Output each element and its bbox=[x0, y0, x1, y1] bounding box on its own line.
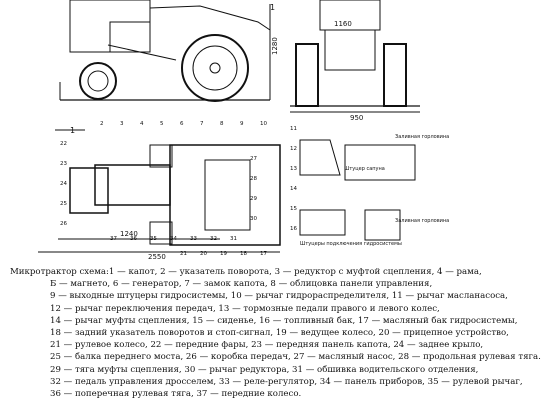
callout-number: 32 bbox=[210, 236, 217, 242]
callout-number: 9 bbox=[240, 121, 244, 127]
legend-line-4: 12 — рычаг переключения передач, 13 — то… bbox=[50, 303, 440, 314]
callout-number: 35 bbox=[150, 236, 157, 242]
dim-wheelbase: 1240 bbox=[120, 230, 138, 238]
callout-number: 36 bbox=[130, 236, 137, 242]
hood-outline bbox=[149, 5, 271, 31]
legend-line-3: 9 — выходные штуцеры гидросистемы, 10 — … bbox=[50, 291, 508, 302]
left-wheel-front bbox=[295, 43, 319, 107]
tractor-body bbox=[109, 21, 151, 53]
callout-number: 11 bbox=[290, 126, 297, 132]
label-filler-bottom: Заливная горловина bbox=[395, 218, 449, 224]
callout-number: 8 bbox=[220, 121, 224, 127]
callout-number: 20 bbox=[200, 251, 207, 257]
callout-number: 24 bbox=[60, 181, 67, 187]
legend-line-5: 14 — рычаг муфты сцепления, 15 — сиденье… bbox=[50, 315, 518, 326]
rear-wheel-plan-top bbox=[149, 144, 173, 168]
dim-top-1: 1160 bbox=[334, 20, 352, 28]
callout-number: 33 bbox=[190, 236, 197, 242]
legend-line-11: 36 — поперечная рулевая тяга, 37 — перед… bbox=[50, 389, 302, 400]
legend-line-6: 18 — задний указатель поворотов и стоп-с… bbox=[50, 328, 509, 339]
callout-1-plan: 1 bbox=[70, 126, 75, 135]
rear-wheel-rim bbox=[192, 45, 238, 91]
callout-number: 19 bbox=[220, 251, 227, 257]
legend-line-9: 29 — тяга муфты сцепления, 30 — рычаг ре… bbox=[50, 364, 479, 375]
right-wheel-front bbox=[383, 43, 407, 107]
callout-number: 3 bbox=[120, 121, 124, 127]
front-axle-plan bbox=[69, 167, 109, 214]
frame-rail bbox=[107, 44, 177, 61]
callout-number: 7 bbox=[200, 121, 204, 127]
callout-number: 13 bbox=[290, 166, 297, 172]
callout-number: 17 bbox=[260, 251, 267, 257]
label-breather: Штуцер сапуна bbox=[344, 166, 385, 172]
plan-view bbox=[38, 129, 281, 253]
tank-detail bbox=[299, 139, 416, 241]
tractor-technical-drawing: 2550 1240 1280 950 1160 1 1 Заливная гор… bbox=[38, 0, 449, 261]
callout-number: 14 bbox=[290, 186, 297, 192]
legend-line-10: 32 — педаль управления дросселем, 33 — р… bbox=[50, 376, 523, 387]
front-wheel-rim bbox=[87, 70, 109, 92]
callout-number: 34 bbox=[170, 236, 177, 242]
dim-total-length: 2550 bbox=[148, 253, 166, 261]
front-view bbox=[290, 0, 420, 113]
callout-number: 28 bbox=[250, 176, 257, 182]
legend: Микротрактор схема:1 — капот, 2 — указат… bbox=[10, 266, 541, 400]
label-filler-top: Заливная горловина bbox=[395, 134, 449, 140]
callout-number: 31 bbox=[230, 236, 237, 242]
tank-top-left bbox=[299, 209, 346, 236]
tank-top-right bbox=[364, 209, 401, 241]
side-view bbox=[59, 0, 271, 102]
callout-number: 12 bbox=[290, 146, 297, 152]
rear-wheel bbox=[181, 34, 249, 102]
rear-wheel-plan-bottom bbox=[149, 221, 173, 245]
callout-number: 18 bbox=[240, 251, 247, 257]
dim-width: 950 bbox=[350, 114, 363, 122]
callout-number: 6 bbox=[180, 121, 184, 127]
label-fittings: Штуцеры подключения гидросистемы bbox=[300, 241, 402, 247]
legend-line-8: 25 — балка переднего моста, 26 — коробка… bbox=[50, 352, 541, 363]
callout-number: 27 bbox=[250, 156, 257, 162]
seat-plan bbox=[204, 159, 251, 231]
callout-number: 22 bbox=[60, 141, 67, 147]
tank-side bbox=[299, 139, 341, 176]
legend-line-2: Б — магнето, 6 — генератор, 7 — замок ка… bbox=[50, 279, 433, 290]
callout-number: 15 bbox=[290, 206, 297, 212]
callout-number: 21 bbox=[180, 251, 187, 257]
front-wheel bbox=[79, 62, 117, 100]
tank-front bbox=[344, 144, 416, 181]
rear-wheel-hub bbox=[209, 62, 221, 74]
callout-number: 2 bbox=[100, 121, 104, 127]
callout-1-top: 1 bbox=[270, 3, 275, 12]
callout-number: 30 bbox=[250, 216, 257, 222]
legend-line-7: 21 — рулевое колесо, 22 — передние фары,… bbox=[50, 340, 484, 351]
callout-number: 23 bbox=[60, 161, 67, 167]
callout-number: 5 bbox=[160, 121, 164, 127]
callout-number: 26 bbox=[60, 221, 67, 227]
dim-height: 1280 bbox=[271, 37, 279, 55]
callout-number: 10 bbox=[260, 121, 267, 127]
callout-number: 4 bbox=[140, 121, 144, 127]
front-body bbox=[324, 29, 376, 71]
body-plan bbox=[169, 144, 281, 246]
hood-plan bbox=[94, 164, 171, 206]
callout-number: 16 bbox=[290, 226, 297, 232]
callout-number: 37 bbox=[110, 236, 117, 242]
callout-number: 25 bbox=[60, 201, 67, 207]
legend-line-1: Микротрактор схема:1 — капот, 2 — указат… bbox=[10, 267, 482, 277]
callout-number: 29 bbox=[250, 196, 257, 202]
